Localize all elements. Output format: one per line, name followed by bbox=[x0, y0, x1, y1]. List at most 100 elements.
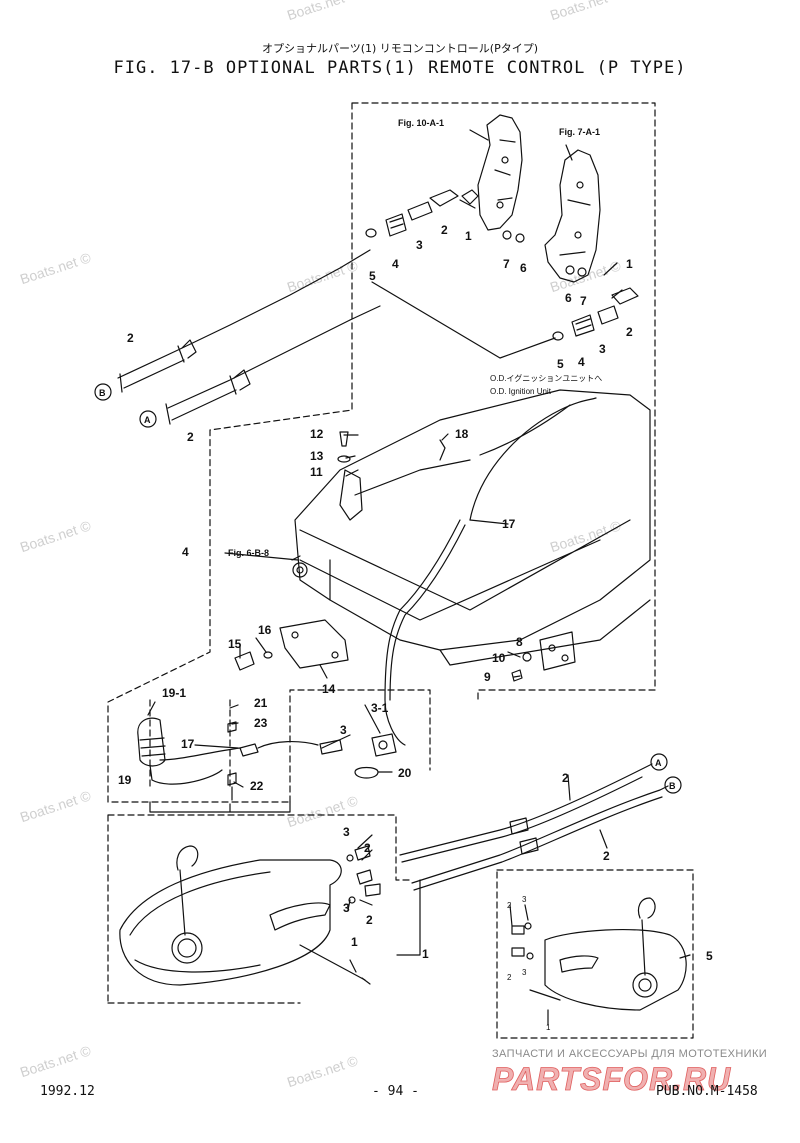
footer-date: 1992.12 bbox=[40, 1084, 95, 1099]
part-label: 22 bbox=[250, 779, 264, 793]
ignition-note-en: O.D. Ignition Unit bbox=[490, 387, 552, 396]
remote-cable-a bbox=[167, 319, 351, 409]
part-label: 1 bbox=[351, 935, 358, 949]
remote-box-1-boundary bbox=[107, 814, 411, 1004]
part-label: 11 bbox=[310, 465, 323, 479]
part-label: 19 bbox=[118, 773, 132, 787]
part-label: 10 bbox=[492, 651, 506, 665]
neutral-throttle-knob bbox=[171, 932, 203, 964]
marker-a: A bbox=[139, 410, 157, 428]
remote-box-5-boundary bbox=[496, 869, 694, 1039]
part-label: 7 bbox=[580, 294, 587, 308]
part-label: 3 bbox=[522, 895, 527, 904]
part-label: 16 bbox=[258, 623, 272, 637]
part-label: 3 bbox=[343, 901, 350, 915]
bolt-12 bbox=[339, 431, 349, 447]
bracket-14 bbox=[279, 619, 349, 669]
part-label: 13 bbox=[310, 449, 324, 463]
part-label: 12 bbox=[310, 427, 324, 441]
part-label: 3 bbox=[416, 238, 423, 252]
part-label: 19-1 bbox=[162, 686, 186, 700]
ref-fig10: Fig. 10-A-1 bbox=[398, 118, 444, 128]
footer-page-number: - 94 - bbox=[372, 1084, 419, 1099]
cable-joint-upper bbox=[459, 189, 479, 209]
switch-3-1 bbox=[371, 733, 397, 757]
part-label: 14 bbox=[322, 682, 336, 696]
shop-caption: ЗАПЧАСТИ И АКСЕССУАРЫ ДЛЯ МОТОТЕХНИКИ bbox=[492, 1048, 768, 1060]
svg-text:A: A bbox=[655, 758, 662, 768]
part-label: 2 bbox=[626, 325, 633, 339]
svg-text:A: A bbox=[144, 415, 151, 425]
part-label: 5 bbox=[369, 269, 376, 283]
part-label: 4 bbox=[578, 355, 585, 369]
part-label: 5 bbox=[557, 357, 564, 371]
cable-joint-lower bbox=[611, 287, 639, 305]
part-label: 9 bbox=[484, 670, 491, 684]
throttle-lever bbox=[339, 469, 363, 521]
remote-control-box-5 bbox=[544, 928, 687, 1011]
part-label: 2 bbox=[562, 771, 569, 785]
part-label: 4 bbox=[392, 257, 399, 271]
part-label: 8 bbox=[516, 635, 523, 649]
bolt-15 bbox=[234, 651, 255, 671]
part-label: 4 bbox=[182, 545, 189, 559]
part-label: 3 bbox=[340, 723, 347, 737]
part-label: 5 bbox=[706, 949, 713, 963]
bracket-fig7 bbox=[544, 149, 601, 283]
grommet-20 bbox=[354, 766, 379, 779]
remote-control-box-1 bbox=[119, 859, 342, 986]
remote-cable-b bbox=[117, 249, 371, 379]
remote-cable-run-b bbox=[411, 785, 669, 884]
part-label: 1 bbox=[546, 1023, 551, 1032]
plate-8 bbox=[539, 631, 576, 671]
remote-cable-run-a bbox=[399, 763, 653, 856]
part-label: 2 bbox=[603, 849, 610, 863]
part-label: 23 bbox=[254, 716, 268, 730]
throttle-handle bbox=[269, 902, 331, 931]
ref-fig7: Fig. 7-A-1 bbox=[559, 127, 600, 137]
marker-a-lower: A bbox=[650, 753, 668, 771]
part-label: 2 bbox=[187, 430, 194, 444]
bracket-fig10 bbox=[477, 114, 523, 231]
ignition-note-jp: O.D.イグニッションユニットへ bbox=[490, 373, 602, 383]
part-label: 18 bbox=[455, 427, 469, 441]
footer-pub-number: PUB.NO.M-1458 bbox=[656, 1084, 758, 1099]
part-label: 1 bbox=[626, 257, 633, 271]
shop-logo: PARTSFOR.RU bbox=[492, 1062, 731, 1096]
part-label: 3 bbox=[599, 342, 606, 356]
engine-housing bbox=[294, 389, 651, 651]
part-label: 15 bbox=[228, 637, 242, 651]
part-label: 17 bbox=[502, 517, 516, 531]
part-label: 17 bbox=[181, 737, 195, 751]
ignition-wire bbox=[469, 397, 597, 521]
part-label: 1 bbox=[422, 947, 429, 961]
part-label: 2 bbox=[366, 913, 373, 927]
engine-side-boundary bbox=[107, 102, 656, 803]
part-label: 21 bbox=[254, 696, 268, 710]
part-label: 2 bbox=[507, 901, 512, 910]
part-label: 3 bbox=[343, 825, 350, 839]
part-label: 3-1 bbox=[371, 701, 389, 715]
part-label: 1 bbox=[465, 229, 472, 243]
part-label: 3 bbox=[522, 968, 527, 977]
page-subtitle-jp: オプショナルパーツ(1) リモコンコントロール(Pタイプ) bbox=[261, 42, 539, 55]
part-label: 20 bbox=[398, 766, 412, 780]
svg-text:PARTSFOR.RU: PARTSFOR.RU bbox=[492, 1062, 731, 1096]
part-label: 7 bbox=[503, 257, 510, 271]
marker-b: B bbox=[94, 383, 112, 401]
part-label: 2 bbox=[127, 331, 134, 345]
fitting-fig6 bbox=[292, 562, 308, 578]
part-label: 2 bbox=[507, 973, 512, 982]
wire-harness-17 bbox=[384, 519, 461, 746]
key-switch-19-1 bbox=[137, 717, 166, 767]
ref-fig6: Fig. 6-B-8 bbox=[228, 548, 269, 558]
wire-connector-17 bbox=[239, 743, 259, 757]
part-label: 6 bbox=[520, 261, 527, 275]
marker-b-lower: B bbox=[664, 776, 682, 794]
part-label: 2 bbox=[364, 841, 371, 855]
part-label: 2 bbox=[441, 223, 448, 237]
svg-text:B: B bbox=[99, 388, 106, 398]
control-lever bbox=[176, 845, 199, 936]
page-title: FIG. 17-B OPTIONAL PARTS(1) REMOTE CONTR… bbox=[113, 58, 687, 78]
part-label: 6 bbox=[565, 291, 572, 305]
